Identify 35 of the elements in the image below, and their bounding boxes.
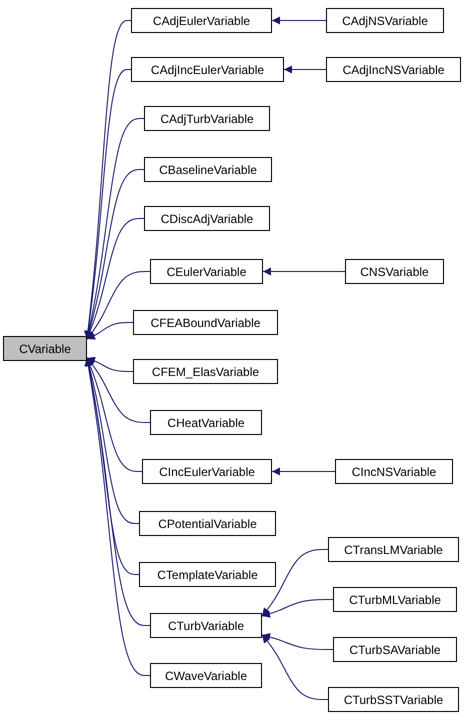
class-box: CWaveVariable (150, 663, 262, 688)
class-box: CTurbSAVariable (333, 637, 457, 662)
class-box: CAdjEulerVariable (131, 8, 272, 33)
class-box: CTurbMLVariable (333, 587, 457, 612)
class-box: CAdjNSVariable (326, 8, 444, 33)
inheritance-arrow (284, 66, 326, 74)
class-box: CHeatVariable (150, 410, 262, 435)
class-box: CAdjIncNSVariable (326, 57, 461, 82)
class-box: CEulerVariable (150, 259, 263, 284)
class-box: CTransLMVariable (328, 537, 459, 562)
class-box: CTurbVariable (150, 613, 262, 638)
inheritance-arrow (272, 16, 326, 24)
class-box: CFEABoundVariable (133, 310, 278, 335)
inheritance-arrow (262, 268, 346, 276)
inheritance-arrow (262, 634, 328, 700)
class-box: CPotentialVariable (139, 511, 276, 536)
inheritance-arrow (86, 271, 150, 340)
inheritance-arrow (262, 633, 334, 650)
class-box: CAdjIncEulerVariable (131, 57, 284, 82)
inheritance-arrow (262, 549, 328, 616)
inheritance-arrow (86, 356, 134, 372)
class-box: CTurbSSTVariable (328, 687, 459, 712)
class-box: CAdjTurbVariable (144, 106, 270, 131)
inheritance-arrow (272, 468, 336, 476)
class-box: CIncNSVariable (335, 459, 453, 484)
class-box: CFEM_ElasVariable (133, 359, 278, 384)
inheritance-arrow (86, 358, 150, 423)
class-box: CDiscAdjVariable (144, 206, 270, 231)
class-box: CBaselineVariable (144, 157, 272, 182)
class-box: CVariable (3, 336, 87, 361)
class-box: CNSVariable (345, 259, 444, 284)
class-box: CIncEulerVariable (142, 459, 272, 484)
class-box: CTemplateVariable (139, 562, 276, 587)
inheritance-arrow (262, 599, 334, 618)
inheritance-arrow (86, 322, 134, 340)
